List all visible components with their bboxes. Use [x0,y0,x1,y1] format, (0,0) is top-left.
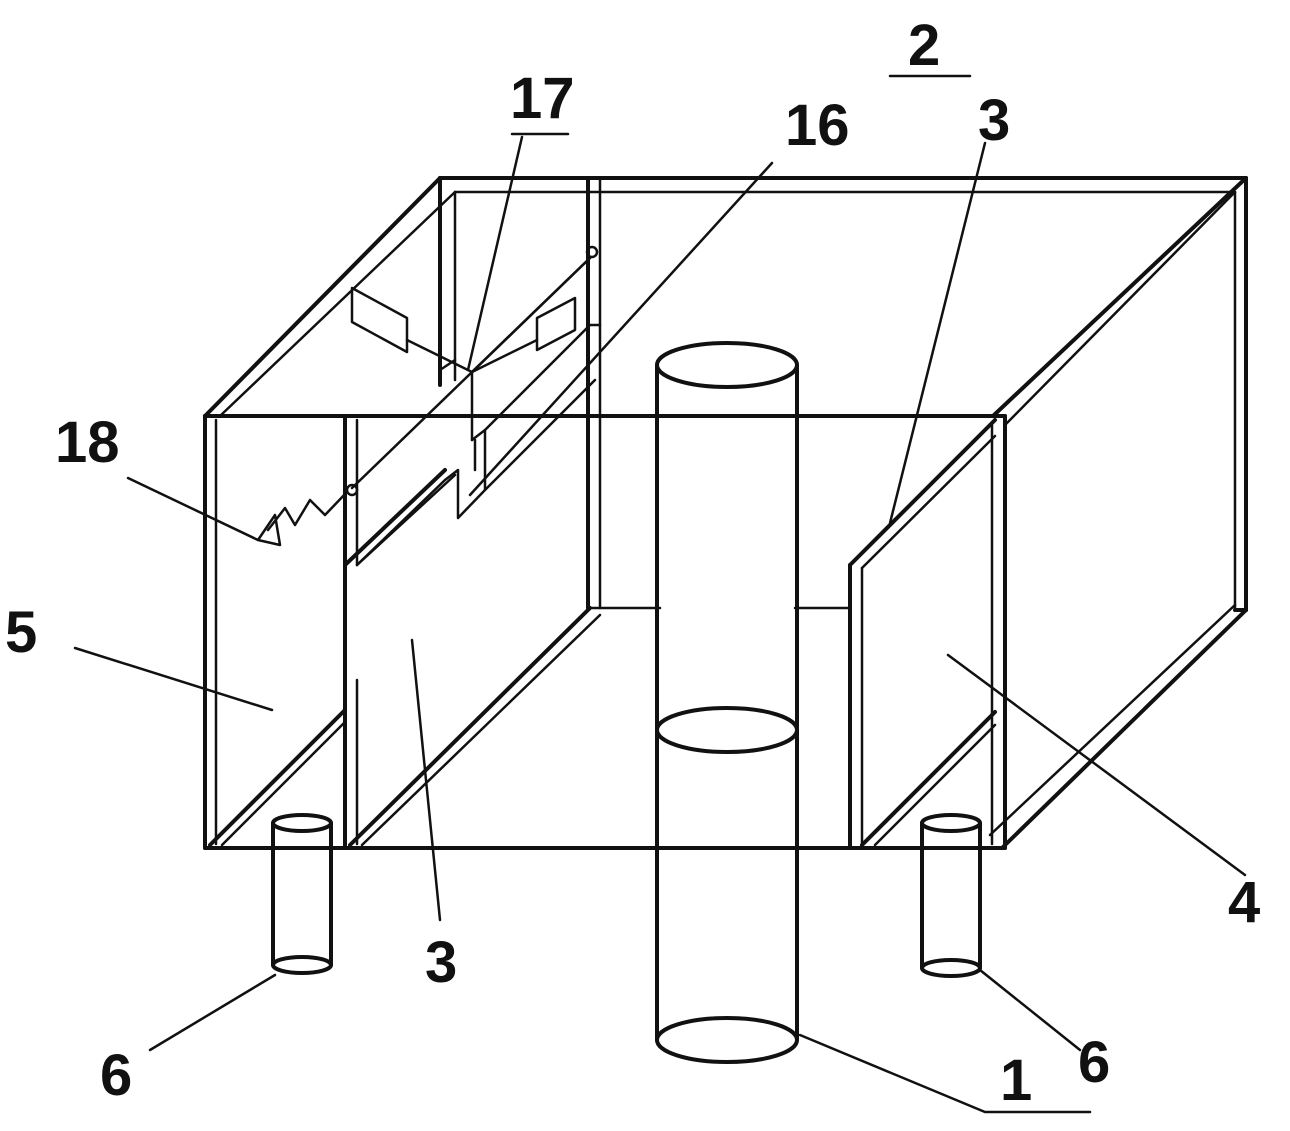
box-housing [203,176,1248,850]
flap-mechanism [256,245,602,567]
label-2: 2 [908,13,940,78]
label-4: 4 [1228,870,1260,935]
label-1: 1 [1000,1048,1032,1113]
label-6-right: 6 [1078,1030,1110,1095]
inner-partition [343,176,852,847]
right-partition [848,418,997,850]
label-16: 16 [785,93,850,158]
label-17: 17 [510,66,575,131]
label-3-top: 3 [978,88,1010,153]
label-6-left: 6 [100,1043,132,1108]
leader-lines [73,74,1247,1114]
label-3-bottom: 3 [425,930,457,995]
leg-left [271,813,333,975]
label-18: 18 [55,410,120,475]
central-cylinder [655,341,799,1064]
leg-right [920,813,982,978]
left-partition [208,414,359,850]
label-5: 5 [5,600,37,665]
